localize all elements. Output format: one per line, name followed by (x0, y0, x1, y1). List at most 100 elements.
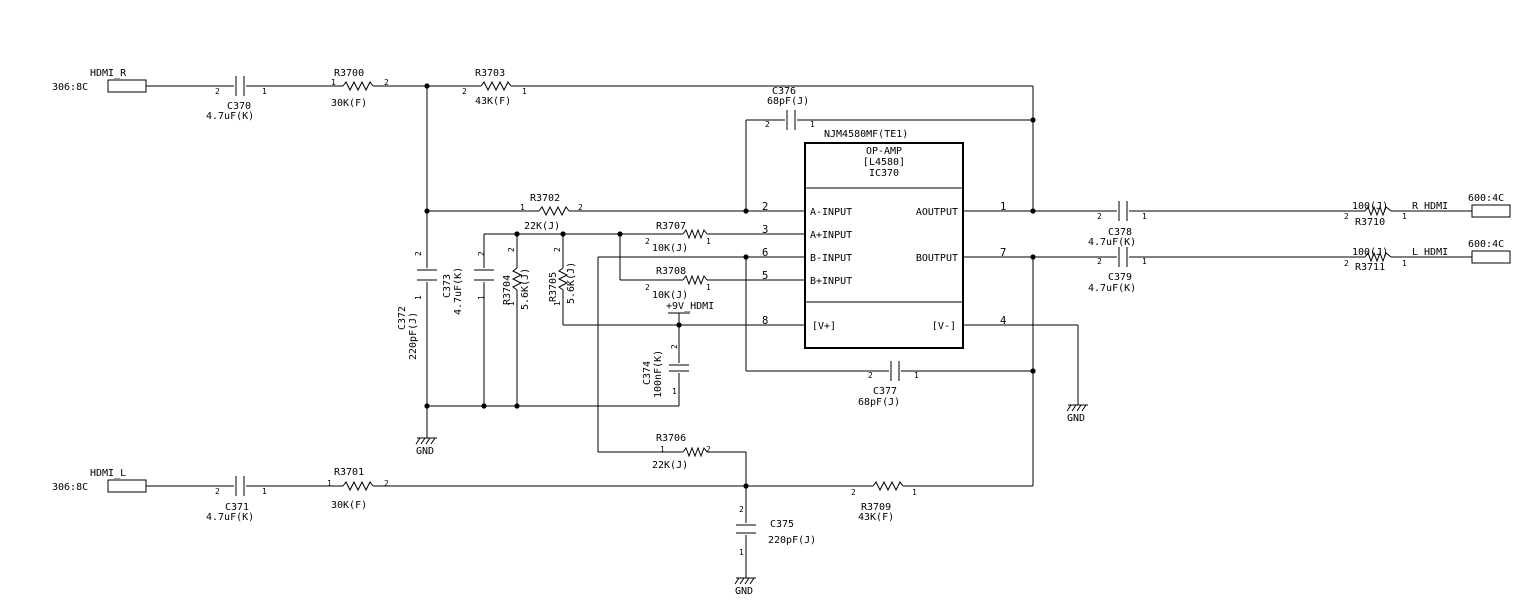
capacitor-c374: 2 1 C374 100nF(K) (642, 344, 689, 398)
capacitor-c378: 2 1 C378 4.7uF(K) (1088, 201, 1147, 248)
svg-text:1: 1 (477, 295, 486, 300)
connector-in-l: 306:8C HDMI_L (52, 468, 147, 493)
ref-label: R3701 (334, 467, 364, 478)
pin-vminus: [V-] (932, 321, 956, 332)
value-label: 30K(F) (331, 98, 367, 109)
connector-ref: 600:4C (1468, 193, 1504, 204)
value-label: 4.7uF(K) (453, 267, 464, 315)
ref-label: C377 (873, 386, 897, 397)
connector-ref: 600:4C (1468, 239, 1504, 250)
svg-text:2: 2 (739, 505, 744, 514)
pin-a-input-minus: A-INPUT (810, 207, 852, 218)
value-label: 100(J) (1352, 201, 1388, 212)
svg-text:1: 1 (327, 479, 332, 488)
resistor-r3704: 2 1 R3704 5.6K(J) (502, 247, 531, 310)
pin-b-input-plus: B+INPUT (810, 276, 852, 287)
vcc-label: +9V_HDMI (666, 301, 714, 312)
pin-number-2: 2 (762, 201, 768, 213)
svg-text:1: 1 (706, 237, 711, 246)
ref-label: R3709 (861, 502, 891, 513)
ref-label: R3710 (1355, 217, 1385, 228)
capacitor-c376: 2 1 C376 68pF(J) (765, 86, 815, 130)
pin-number-8: 8 (762, 315, 768, 327)
svg-text:1: 1 (553, 301, 562, 306)
ref-label: C370 (227, 101, 251, 112)
svg-text:GND: GND (735, 586, 753, 597)
value-label: 43K(F) (858, 512, 894, 523)
svg-text:1: 1 (1142, 212, 1147, 221)
svg-text:2: 2 (868, 371, 873, 380)
ref-label: R3705 (548, 272, 559, 302)
svg-text:2: 2 (670, 344, 679, 349)
svg-text:1: 1 (672, 387, 677, 396)
opamp-part-number: NJM4580MF(TE1) (824, 129, 908, 140)
resistor-r3708: 2 1 R3708 10K(J) (645, 266, 711, 301)
value-label: 43K(F) (475, 96, 511, 107)
value-label: 4.7uF(K) (206, 111, 254, 122)
value-label: 220pF(J) (768, 535, 816, 546)
svg-text:1: 1 (262, 487, 267, 496)
svg-text:2: 2 (1097, 257, 1102, 266)
svg-text:2: 2 (384, 78, 389, 87)
svg-text:1: 1 (706, 283, 711, 292)
ground-symbol-right: GND (1066, 404, 1088, 424)
ref-label: C373 (442, 274, 453, 298)
svg-text:2: 2 (1344, 259, 1349, 268)
svg-text:2: 2 (1344, 212, 1349, 221)
power-vcc: +9V_HDMI (666, 301, 714, 314)
pin-number-1: 1 (1000, 201, 1006, 213)
svg-text:1: 1 (660, 445, 665, 454)
svg-text:2: 2 (215, 487, 220, 496)
wires (146, 85, 1472, 578)
svg-text:2: 2 (578, 203, 583, 212)
pin-a-output: AOUTPUT (916, 207, 958, 218)
ref-label: R3702 (530, 193, 560, 204)
opamp-code: [L4580] (863, 157, 905, 168)
resistor-r3710: 2 1 100(J) R3710 (1344, 201, 1407, 228)
svg-text:2: 2 (645, 237, 650, 246)
ref-label: R3700 (334, 68, 364, 79)
value-label: 5.6K(J) (566, 262, 577, 304)
svg-text:2: 2 (384, 479, 389, 488)
connector-ref: 306:8C (52, 482, 88, 493)
value-label: 4.7uF(K) (206, 512, 254, 523)
resistor-r3701: 1 2 R3701 30K(F) (327, 467, 389, 511)
ref-label: C376 (772, 86, 796, 97)
value-label: 68pF(J) (767, 96, 809, 107)
resistor-r3707: 2 1 R3707 10K(J) (645, 221, 711, 254)
pin-number-7: 7 (1000, 247, 1006, 259)
svg-text:2: 2 (553, 247, 562, 252)
capacitor-c372: 2 1 C372 220pF(J) (397, 251, 437, 360)
svg-text:1: 1 (507, 301, 516, 306)
svg-text:1: 1 (1142, 257, 1147, 266)
svg-text:GND: GND (1067, 413, 1085, 424)
connector-in-r: 306:8C HDMI_R (52, 68, 147, 93)
capacitor-c375: 2 1 C375 220pF(J) (736, 505, 816, 557)
svg-text:2: 2 (477, 251, 486, 256)
pin-number-3: 3 (762, 224, 768, 236)
svg-text:1: 1 (739, 548, 744, 557)
ground-symbol-bottom: GND (734, 577, 756, 597)
ref-label: C372 (397, 306, 408, 330)
svg-text:2: 2 (765, 120, 770, 129)
svg-text:GND: GND (416, 446, 434, 457)
svg-text:2: 2 (462, 87, 467, 96)
ref-label: C371 (225, 502, 249, 513)
value-label: 4.7uF(K) (1088, 283, 1136, 294)
value-label: 22K(J) (524, 221, 560, 232)
ref-label: R3703 (475, 68, 505, 79)
svg-text:1: 1 (912, 488, 917, 497)
resistor-r3706: 1 2 R3706 22K(J) (652, 433, 711, 471)
value-label: 220pF(J) (408, 312, 419, 360)
net-label: HDMI_L (90, 468, 126, 479)
opamp-ref: IC370 (869, 168, 899, 179)
ref-label: R3704 (502, 275, 513, 305)
pin-number-4: 4 (1000, 315, 1006, 327)
net-label: L_HDMI (1412, 247, 1448, 258)
value-label: 10K(J) (652, 243, 688, 254)
value-label: 10K(J) (652, 290, 688, 301)
opamp-type: OP-AMP (866, 146, 902, 157)
opamp-ic370: NJM4580MF(TE1) OP-AMP [L4580] IC370 A-IN… (762, 129, 1006, 349)
svg-text:1: 1 (414, 295, 423, 300)
capacitor-c379: 2 1 C379 4.7uF(K) (1088, 247, 1147, 294)
